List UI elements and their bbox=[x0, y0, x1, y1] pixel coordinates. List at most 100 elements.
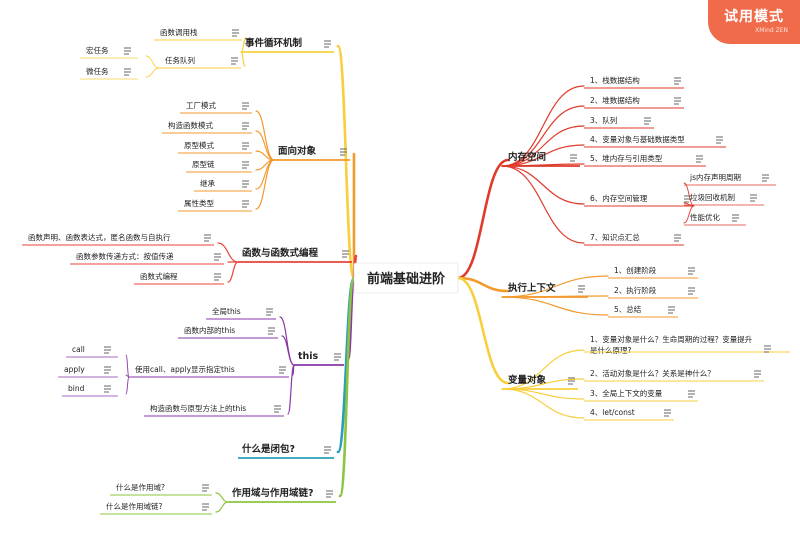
note-icon[interactable] bbox=[732, 214, 739, 222]
topic-functional-1[interactable]: 函数参数传递方式：按值传递 bbox=[70, 251, 224, 265]
connector-child bbox=[501, 296, 609, 316]
topic-oop-1[interactable]: 构造函数模式 bbox=[162, 120, 252, 134]
note-icon[interactable] bbox=[764, 345, 771, 353]
note-icon[interactable] bbox=[104, 346, 111, 354]
topic-label: 2、活动对象是什么？关系是神什么？ bbox=[590, 368, 715, 378]
note-icon[interactable] bbox=[231, 57, 238, 65]
note-icon[interactable] bbox=[214, 273, 221, 281]
note-icon[interactable] bbox=[242, 102, 249, 110]
topic-memory-3[interactable]: 4、变量对象与基础数据类型 bbox=[584, 134, 726, 148]
note-icon[interactable] bbox=[754, 370, 761, 378]
note-icon[interactable] bbox=[324, 40, 331, 48]
note-icon[interactable] bbox=[202, 503, 209, 511]
topic-memory-4[interactable]: 5、堆内存与引用类型 bbox=[584, 153, 706, 167]
note-icon[interactable] bbox=[274, 405, 281, 413]
note-icon[interactable] bbox=[762, 174, 769, 182]
note-icon[interactable] bbox=[202, 484, 209, 492]
note-icon[interactable] bbox=[214, 253, 221, 261]
note-icon[interactable] bbox=[242, 180, 249, 188]
topic-functional-0[interactable]: 函数声明、函数表达式，匿名函数与自执行 bbox=[22, 232, 214, 246]
note-icon[interactable] bbox=[242, 122, 249, 130]
note-icon[interactable] bbox=[578, 285, 585, 293]
note-icon[interactable] bbox=[568, 377, 575, 385]
note-icon[interactable] bbox=[242, 200, 249, 208]
note-icon[interactable] bbox=[242, 142, 249, 150]
note-icon[interactable] bbox=[104, 366, 111, 374]
topic-exec-1[interactable]: 2、执行阶段 bbox=[608, 285, 698, 299]
topic-exec-0[interactable]: 1、创建阶段 bbox=[608, 265, 698, 279]
subtopic-memory-5-2[interactable]: 性能优化 bbox=[684, 212, 746, 226]
note-icon[interactable] bbox=[668, 306, 675, 314]
note-icon[interactable] bbox=[204, 234, 211, 242]
note-icon[interactable] bbox=[279, 366, 286, 374]
note-icon[interactable] bbox=[688, 267, 695, 275]
topic-this-2[interactable]: 使用call、apply显示指定this bbox=[129, 364, 289, 378]
branch-oop[interactable]: 面向对象 bbox=[274, 145, 350, 161]
note-icon[interactable] bbox=[342, 250, 349, 258]
topic-memory-1[interactable]: 2、堆数据结构 bbox=[584, 95, 684, 109]
topic-oop-5[interactable]: 属性类型 bbox=[178, 198, 252, 212]
note-icon[interactable] bbox=[268, 327, 275, 335]
topic-event-loop-0[interactable]: 函数调用栈 bbox=[154, 27, 242, 41]
note-icon[interactable] bbox=[644, 117, 651, 125]
note-icon[interactable] bbox=[664, 409, 671, 417]
topic-event-loop-1[interactable]: 任务队列 bbox=[159, 55, 241, 69]
topic-memory-6[interactable]: 7、知识点汇总 bbox=[584, 232, 684, 246]
subtopic-event-loop-1-1[interactable]: 微任务 bbox=[80, 66, 138, 80]
note-icon[interactable] bbox=[750, 194, 757, 202]
subtopic-memory-5-0[interactable]: js内存声明周期 bbox=[684, 172, 776, 186]
note-icon[interactable] bbox=[124, 47, 131, 55]
topic-varobj-3[interactable]: 4、let/const bbox=[584, 408, 674, 421]
branch-functional[interactable]: 函数与函数式编程 bbox=[238, 247, 352, 263]
branch-exec[interactable]: 执行上下文 bbox=[502, 282, 588, 298]
subtopic-event-loop-1-0[interactable]: 宏任务 bbox=[80, 45, 138, 59]
note-icon[interactable] bbox=[570, 154, 577, 162]
topic-oop-4[interactable]: 继承 bbox=[194, 178, 252, 192]
note-icon[interactable] bbox=[340, 148, 347, 156]
note-icon[interactable] bbox=[674, 97, 681, 105]
topic-oop-3[interactable]: 原型链 bbox=[186, 159, 252, 173]
topic-varobj-0[interactable]: 1、变量对象是什么？生命周期的过程？变量提升是什么原理? bbox=[584, 334, 790, 355]
topic-scope-1[interactable]: 什么是作用域链? bbox=[100, 501, 212, 515]
topic-this-0[interactable]: 全局this bbox=[206, 306, 276, 320]
topic-memory-2[interactable]: 3、队列 bbox=[584, 115, 654, 129]
note-icon[interactable] bbox=[716, 136, 723, 144]
topic-scope-0[interactable]: 什么是作用域? bbox=[110, 482, 212, 496]
note-icon[interactable] bbox=[688, 390, 695, 398]
note-icon[interactable] bbox=[242, 161, 249, 169]
topic-this-3[interactable]: 构造函数与原型方法上的this bbox=[144, 403, 284, 417]
topic-this-1[interactable]: 函数内部的this bbox=[178, 325, 278, 339]
topic-varobj-2[interactable]: 3、全局上下文的变量 bbox=[584, 388, 698, 402]
branch-scope[interactable]: 作用域与作用域链? bbox=[228, 487, 336, 503]
topic-memory-0[interactable]: 1、栈数据结构 bbox=[584, 75, 684, 89]
topic-oop-2[interactable]: 原型模式 bbox=[178, 140, 252, 154]
topic-functional-2[interactable]: 函数式编程 bbox=[134, 271, 224, 285]
note-icon[interactable] bbox=[326, 490, 333, 498]
branch-varobj[interactable]: 变量对象 bbox=[502, 374, 578, 390]
branch-closure[interactable]: 什么是闭包? bbox=[238, 443, 334, 459]
topic-exec-2[interactable]: 5、总结 bbox=[608, 304, 678, 318]
note-icon[interactable] bbox=[266, 308, 273, 316]
root-topic[interactable]: 前端基础进阶 bbox=[353, 262, 459, 294]
subtopic-this-2-2[interactable]: bind bbox=[62, 384, 118, 397]
note-icon[interactable] bbox=[232, 29, 239, 37]
branch-event-loop[interactable]: 事件循环机制 bbox=[241, 37, 334, 53]
note-icon[interactable] bbox=[696, 155, 703, 163]
note-icon[interactable] bbox=[104, 385, 111, 393]
trial-mode-badge[interactable]: 试用模式 XMind ZEN bbox=[708, 0, 800, 44]
topic-varobj-1[interactable]: 2、活动对象是什么？关系是神什么？ bbox=[584, 368, 764, 382]
note-icon[interactable] bbox=[324, 446, 331, 454]
subtopic-this-2-0[interactable]: call bbox=[66, 345, 118, 358]
note-icon[interactable] bbox=[674, 77, 681, 85]
subtopic-this-2-1[interactable]: apply bbox=[58, 365, 118, 378]
note-icon[interactable] bbox=[688, 287, 695, 295]
note-icon[interactable] bbox=[334, 353, 341, 361]
branch-memory[interactable]: 内存空间 bbox=[502, 151, 580, 167]
branch-this[interactable]: this bbox=[294, 351, 344, 366]
note-icon[interactable] bbox=[674, 234, 681, 242]
note-icon[interactable] bbox=[684, 195, 691, 203]
note-icon[interactable] bbox=[124, 68, 131, 76]
subtopic-memory-5-1[interactable]: 垃圾回收机制 bbox=[684, 192, 764, 206]
topic-oop-0[interactable]: 工厂模式 bbox=[180, 100, 252, 114]
topic-memory-5[interactable]: 6、内存空间管理 bbox=[584, 193, 694, 207]
